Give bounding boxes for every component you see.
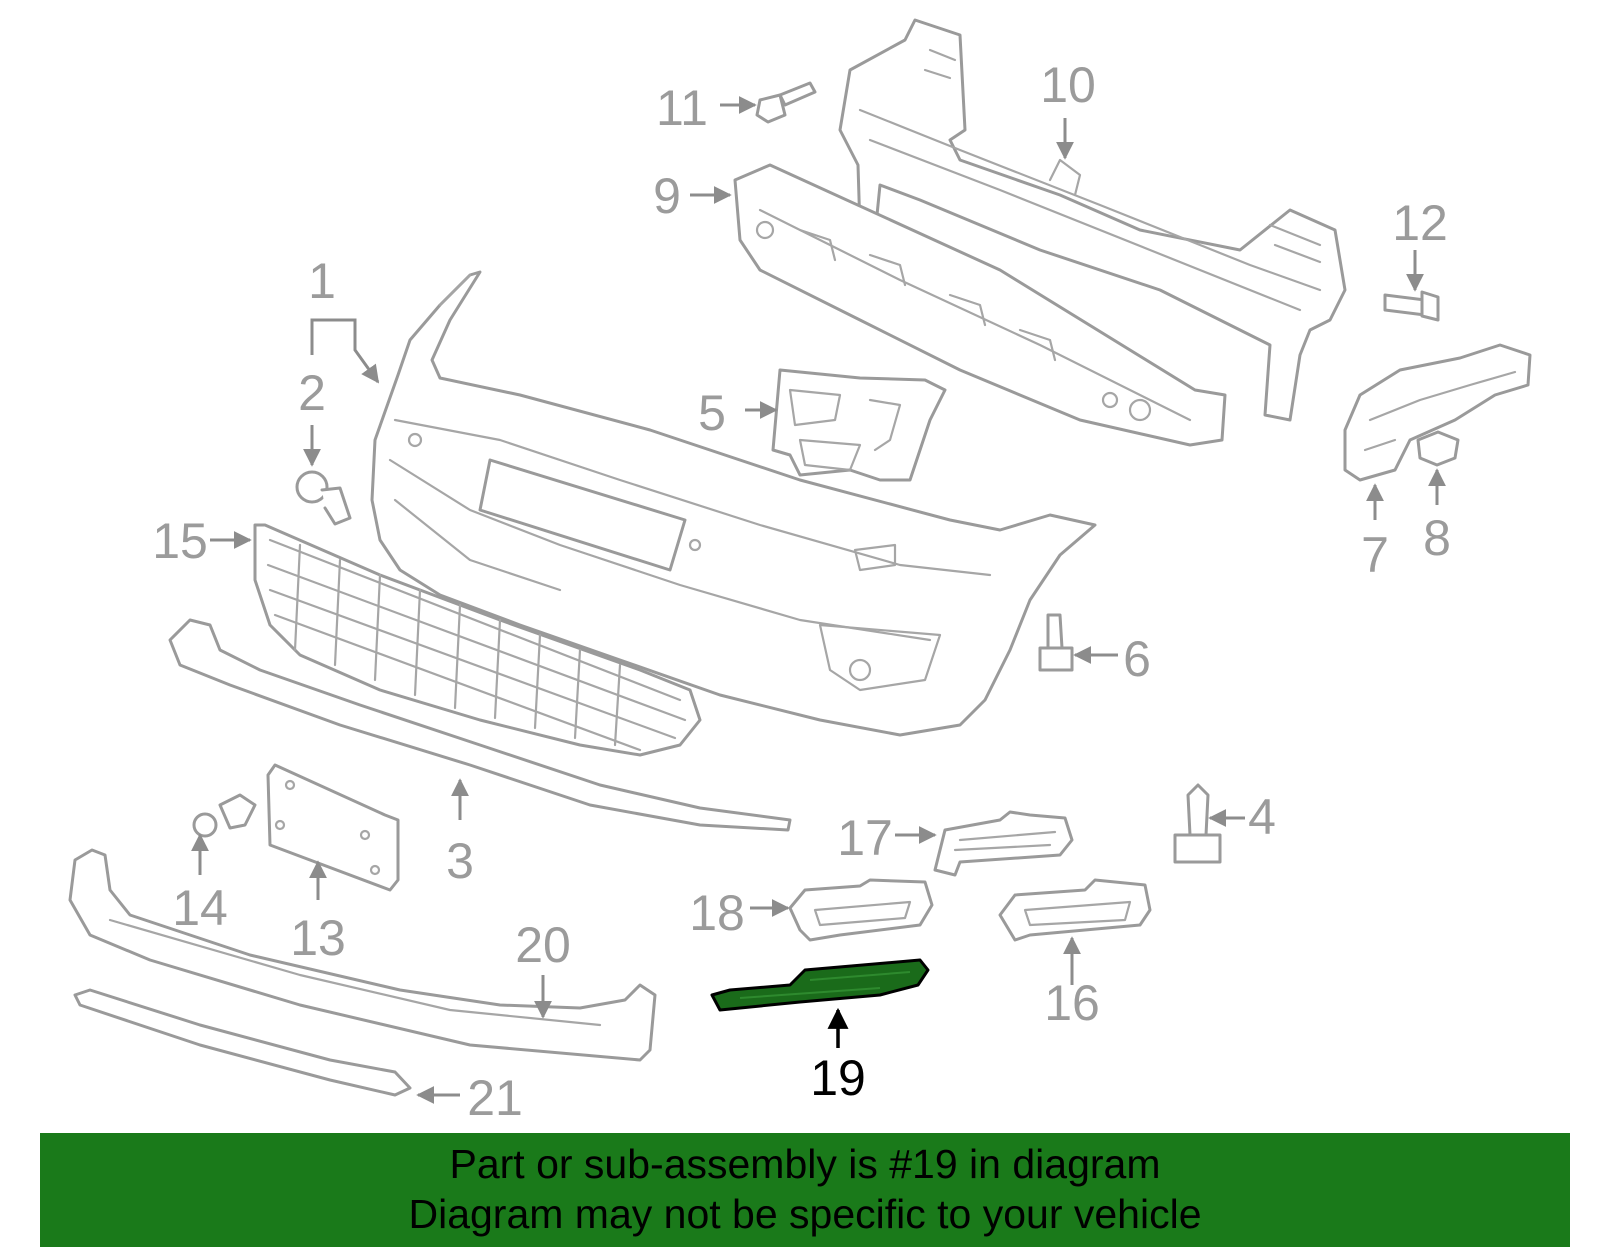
- callout-6[interactable]: 6: [1123, 631, 1151, 687]
- callout-1[interactable]: 1: [308, 253, 336, 309]
- part-12-bolt[interactable]: [1383, 290, 1440, 322]
- part-9-energy-absorber[interactable]: [733, 163, 1227, 447]
- callout-12[interactable]: 12: [1392, 195, 1448, 251]
- leader-arrows: [191, 96, 1446, 1104]
- part-17-trim[interactable]: [933, 810, 1074, 877]
- callout-4[interactable]: 4: [1248, 789, 1276, 845]
- part-8-nut[interactable]: [1416, 430, 1460, 467]
- callout-2[interactable]: 2: [298, 365, 326, 421]
- part-4-screw[interactable]: [1173, 783, 1222, 864]
- callout-5[interactable]: 5: [698, 385, 726, 441]
- callout-13[interactable]: 13: [290, 910, 346, 966]
- part-15-grille[interactable]: [253, 523, 702, 757]
- callout-labels: 1 2 3 4 5 6 7 8 9 10 11 12 13 14 15 16 1…: [152, 57, 1451, 1126]
- callout-8[interactable]: 8: [1423, 510, 1451, 566]
- callout-10[interactable]: 10: [1040, 57, 1096, 113]
- callout-17[interactable]: 17: [837, 810, 893, 866]
- part-21-strip[interactable]: [73, 988, 412, 1097]
- callout-11[interactable]: 11: [656, 80, 708, 136]
- part-3-lower-strip[interactable]: [168, 618, 792, 832]
- part-2-tow-cap[interactable]: [295, 470, 352, 526]
- part-19-trim-highlighted[interactable]: [710, 958, 930, 1012]
- part-18-trim[interactable]: [788, 878, 934, 942]
- part-1-bumper-cover[interactable]: [370, 270, 1097, 737]
- part-20-lower-spoiler[interactable]: [68, 848, 657, 1062]
- callout-16[interactable]: 16: [1044, 975, 1100, 1031]
- part-11-bolt[interactable]: [755, 81, 817, 124]
- part-14-clip[interactable]: [192, 793, 257, 838]
- callout-3[interactable]: 3: [446, 833, 474, 889]
- callout-18[interactable]: 18: [689, 885, 745, 941]
- part-10-reinforcement-beam[interactable]: [838, 18, 1347, 422]
- callout-7[interactable]: 7: [1361, 527, 1389, 583]
- part-6-screw[interactable]: [1038, 613, 1074, 672]
- part-7-bracket[interactable]: [1343, 343, 1532, 482]
- callout-21[interactable]: 21: [467, 1070, 523, 1126]
- part-5-bracket[interactable]: [771, 368, 947, 482]
- banner-disclaimer: Diagram may not be specific to your vehi…: [408, 1191, 1202, 1237]
- banner-part-note: Part or sub-assembly is #19 in diagram: [449, 1141, 1161, 1187]
- callout-9[interactable]: 9: [653, 168, 681, 224]
- callout-15[interactable]: 15: [152, 513, 208, 569]
- callout-14[interactable]: 14: [172, 880, 228, 936]
- callout-19[interactable]: 19: [810, 1050, 866, 1106]
- callout-20[interactable]: 20: [515, 917, 571, 973]
- part-16-trim[interactable]: [998, 878, 1152, 942]
- part-13-license-bracket[interactable]: [266, 763, 400, 892]
- info-banner: Part or sub-assembly is #19 in diagram D…: [40, 1133, 1570, 1247]
